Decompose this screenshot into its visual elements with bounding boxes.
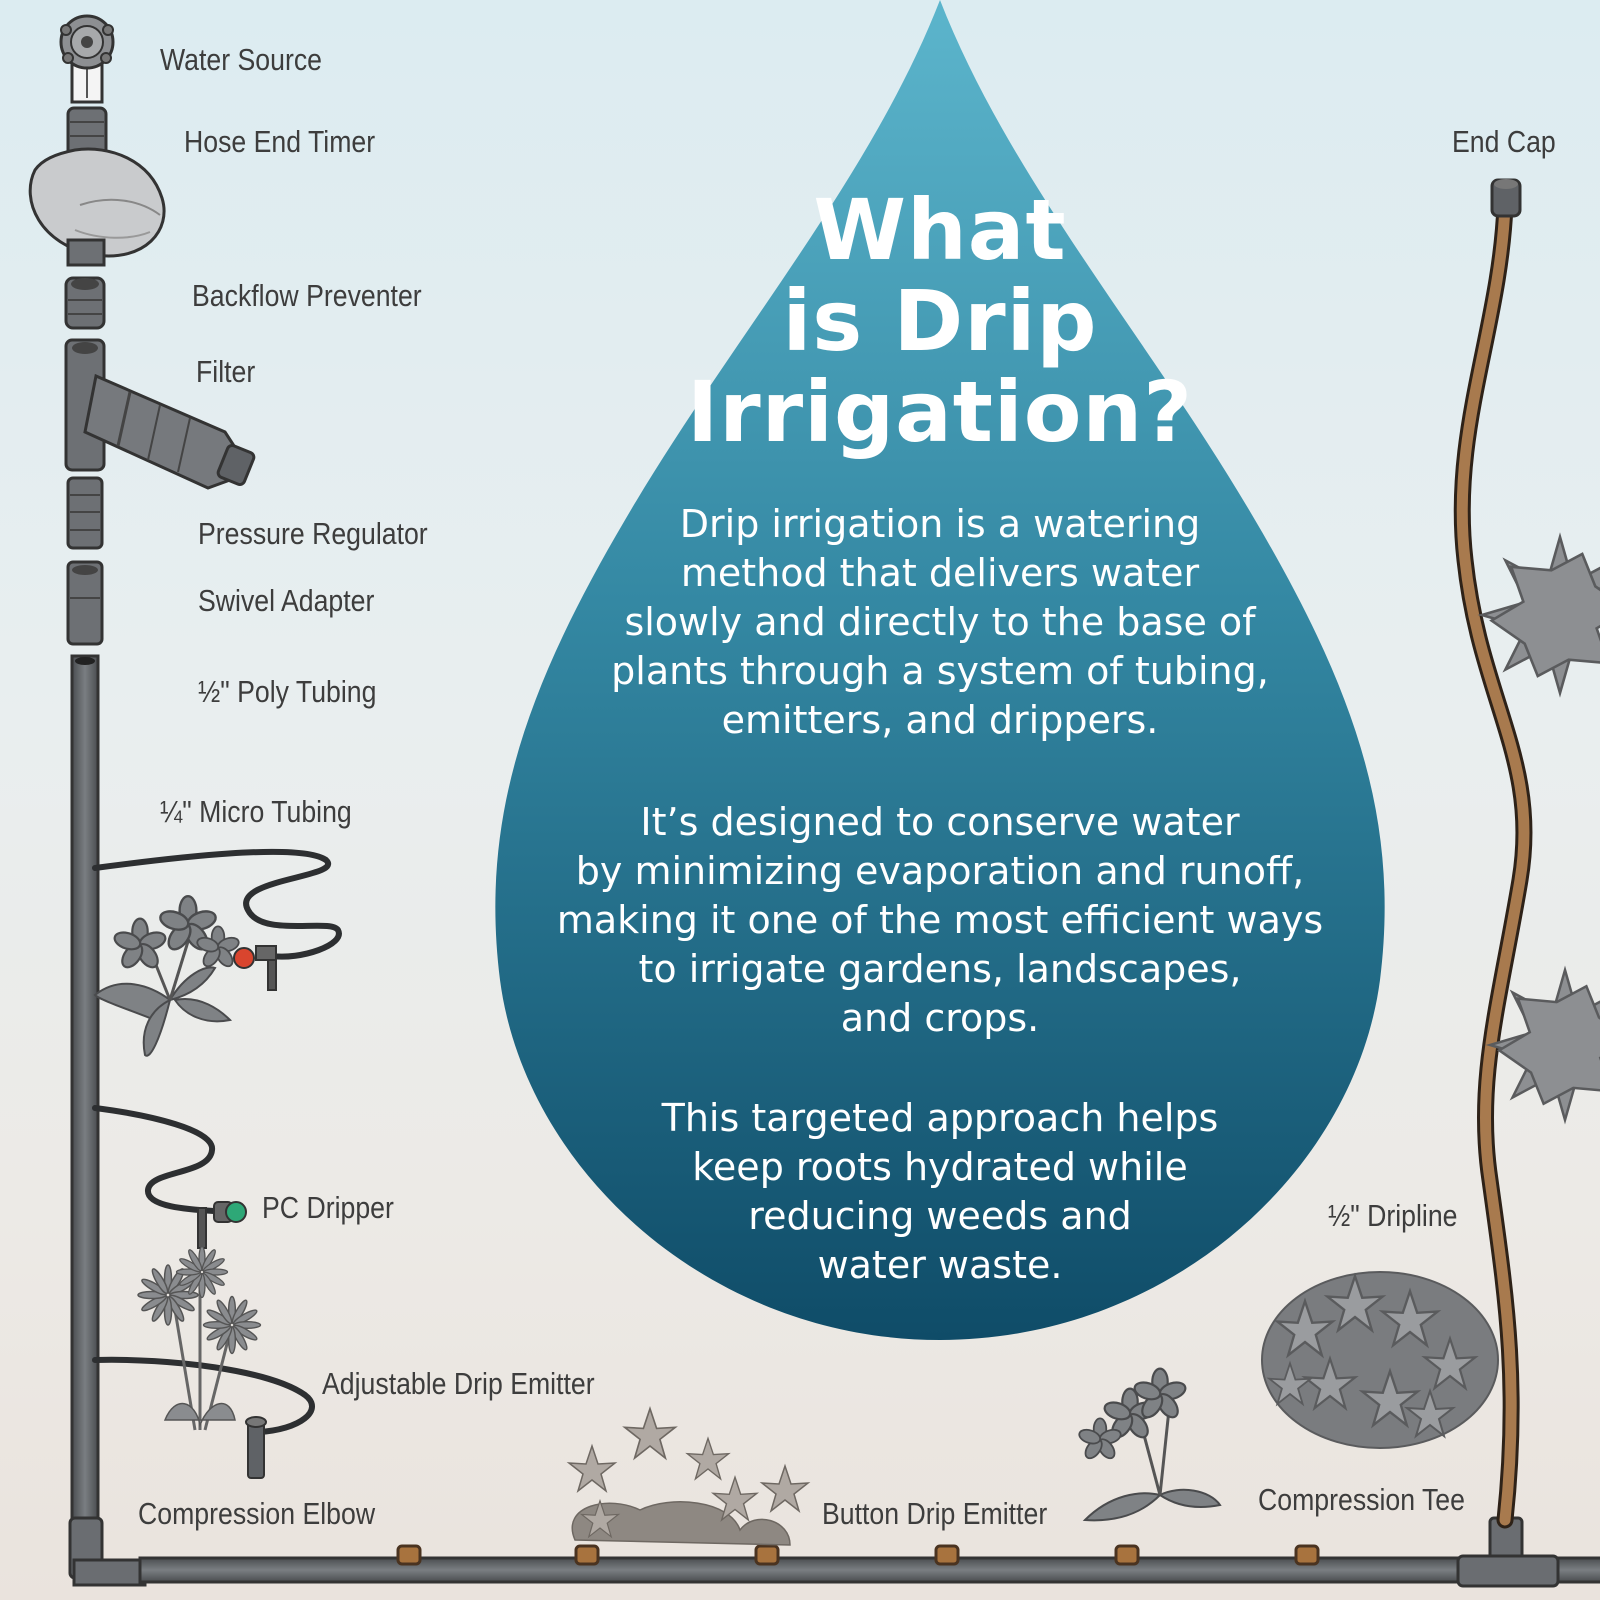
paragraph-line: water waste. [817, 1243, 1063, 1287]
button-drip-emitter-icon [1114, 1544, 1140, 1566]
dripline [1453, 196, 1533, 1529]
paragraph-conservation: It’s designed to conserve water by minim… [520, 798, 1360, 1043]
button-drip-emitter-row [396, 1544, 1320, 1566]
paragraph-benefits: This targeted approach helps keep roots … [520, 1094, 1360, 1290]
label-pc-dripper: PC Dripper [262, 1190, 394, 1225]
plant-shrub-icon [1261, 1271, 1499, 1449]
paragraph-line: emitters, and drippers. [721, 698, 1159, 742]
label-swivel-adapter: Swivel Adapter [198, 583, 375, 618]
hose-timer-icon [28, 106, 166, 267]
paragraph-line: slowly and directly to the base of [624, 600, 1256, 644]
swivel-adapter-icon [66, 560, 104, 646]
paragraph-line: reducing weeds and [748, 1194, 1132, 1238]
label-water-source: Water Source [160, 42, 323, 77]
label-pressure-regulator: Pressure Regulator [198, 516, 428, 551]
bottom-poly-tubing [138, 1556, 1600, 1584]
compression-tee-icon [1456, 1516, 1560, 1588]
label-hose-end-timer: Hose End Timer [184, 124, 376, 159]
micro-emitter-icon [233, 945, 277, 991]
paragraph-line: making it one of the most efficient ways [556, 898, 1324, 942]
paragraph-line: and crops. [840, 996, 1040, 1040]
spigot-icon [59, 14, 115, 104]
title-line: What [813, 181, 1067, 279]
label-adjustable-drip-emitter: Adjustable Drip Emitter [322, 1366, 595, 1401]
button-drip-emitter-icon [1294, 1544, 1320, 1566]
label-backflow-preventer: Backflow Preventer [192, 278, 422, 313]
paragraph-line: It’s designed to conserve water [640, 800, 1240, 844]
plant-primrose-icon [93, 895, 242, 1057]
button-drip-emitter-icon [574, 1544, 600, 1566]
paragraph-line: by minimizing evaporation and runoff, [575, 849, 1305, 893]
paragraph-line: plants through a system of tubing, [611, 649, 1269, 693]
paragraph-line: This targeted approach helps [661, 1096, 1219, 1140]
end-cap-icon [1490, 178, 1522, 218]
title-line: Irrigation? [687, 363, 1193, 461]
adjustable-drip-emitter-icon [245, 1416, 267, 1479]
page-title: What is Drip Irrigation? [610, 185, 1270, 458]
label-poly-tubing: ½" Poly Tubing [198, 674, 377, 709]
pressure-regulator-icon [66, 476, 104, 550]
label-button-drip-emitter: Button Drip Emitter [822, 1496, 1048, 1531]
water-drop-shape [495, 0, 1385, 1340]
button-drip-emitter-icon [934, 1544, 960, 1566]
plant-bellflower-icon [568, 1407, 809, 1546]
poly-tubing [70, 654, 100, 1530]
label-dripline: ½" Dripline [1328, 1198, 1458, 1233]
title-line: is Drip [782, 272, 1098, 370]
compression-elbow-icon [68, 1516, 147, 1587]
backflow-preventer-icon [64, 276, 106, 330]
button-drip-emitter-icon [754, 1544, 780, 1566]
plant-flower-icon [1076, 1367, 1222, 1522]
label-filter: Filter [196, 354, 256, 389]
paragraph-line: Drip irrigation is a watering [679, 502, 1201, 546]
label-compression-elbow: Compression Elbow [138, 1496, 376, 1531]
paragraph-line: method that delivers water [680, 551, 1200, 595]
label-micro-tubing: ¼" Micro Tubing [160, 794, 352, 829]
label-compression-tee: Compression Tee [1258, 1482, 1465, 1517]
filter-icon [64, 338, 256, 490]
pc-dripper-icon [197, 1201, 247, 1249]
button-drip-emitter-icon [396, 1544, 422, 1566]
plant-daisy-icon [137, 1245, 262, 1431]
micro-tubing [92, 848, 342, 1435]
label-end-cap: End Cap [1452, 124, 1556, 159]
paragraph-line: to irrigate gardens, landscapes, [638, 947, 1242, 991]
paragraph-line: keep roots hydrated while [692, 1145, 1188, 1189]
paragraph-definition: Drip irrigation is a watering method tha… [520, 500, 1360, 745]
